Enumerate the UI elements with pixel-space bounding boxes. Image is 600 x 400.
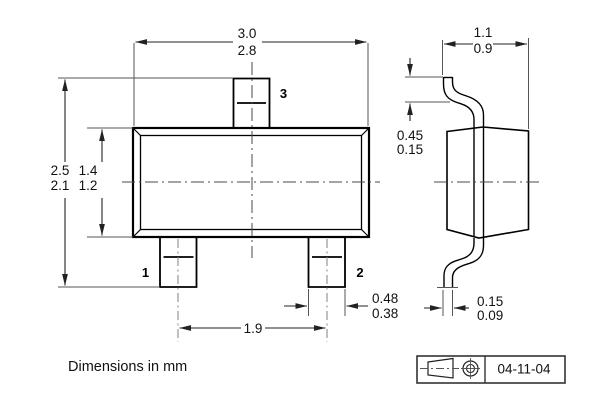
dim-overall-height-max: 2.5: [51, 163, 70, 178]
dim-body-height-max: 1.4: [79, 163, 98, 178]
dim-lead-width-max: 0.48: [372, 291, 398, 306]
dim-body-height-min: 1.2: [79, 178, 98, 193]
side-view: [434, 76, 540, 287]
title-block: 04-11-04: [416, 355, 566, 384]
projection-symbol-icon: [420, 357, 480, 379]
pin3-label: 3: [280, 86, 287, 101]
dim-overall-height: 2.5 2.1: [51, 77, 233, 288]
dim-overall-width: 3.0 2.8: [133, 26, 369, 126]
dim-standoff-max: 0.45: [397, 128, 423, 143]
dimensions-note: Dimensions in mm: [68, 359, 187, 375]
dim-overall-width-min: 2.8: [238, 43, 257, 58]
pin2-outline: [307, 237, 346, 288]
bottom-lead-outer-edge: [443, 238, 475, 287]
dim-standoff-min: 0.15: [397, 142, 423, 157]
dim-lead-width: 0.48 0.38: [284, 289, 398, 321]
dim-body-height: 1.4 1.2: [79, 127, 133, 238]
dim-overall-depth-min: 0.9: [474, 41, 493, 56]
pin2-label: 2: [356, 265, 363, 280]
dim-lead-thickness-min: 0.09: [477, 308, 503, 323]
dim-overall-depth-max: 1.1: [474, 25, 493, 40]
title-block-date: 04-11-04: [497, 362, 551, 377]
top-lead-outer-edge: [442, 77, 475, 128]
projection-cone-icon: [427, 357, 454, 379]
title-block-border: [416, 355, 566, 384]
dim-lead-thickness: 0.15 0.09: [424, 287, 503, 323]
pin1-label: 1: [142, 265, 149, 280]
pin1-outline: [159, 237, 198, 288]
pin3-outline: [232, 77, 271, 127]
front-view: 3 1 2: [122, 62, 380, 342]
bottom-lead-inner-edge: [451, 238, 485, 287]
dim-overall-width-max: 3.0: [238, 26, 257, 41]
top-lead-inner-edge: [451, 77, 485, 128]
body-corner-chamfers: [132, 127, 370, 238]
dim-lead-pitch-value: 1.9: [244, 321, 263, 336]
dim-lead-pitch: 1.9: [179, 321, 326, 336]
dim-lead-thickness-max: 0.15: [477, 294, 503, 309]
dim-standoff: 0.45 0.15: [397, 58, 450, 157]
dim-overall-depth: 1.1 0.9: [442, 25, 529, 129]
dim-overall-height-min: 2.1: [51, 178, 70, 193]
dim-lead-width-min: 0.38: [372, 306, 398, 321]
